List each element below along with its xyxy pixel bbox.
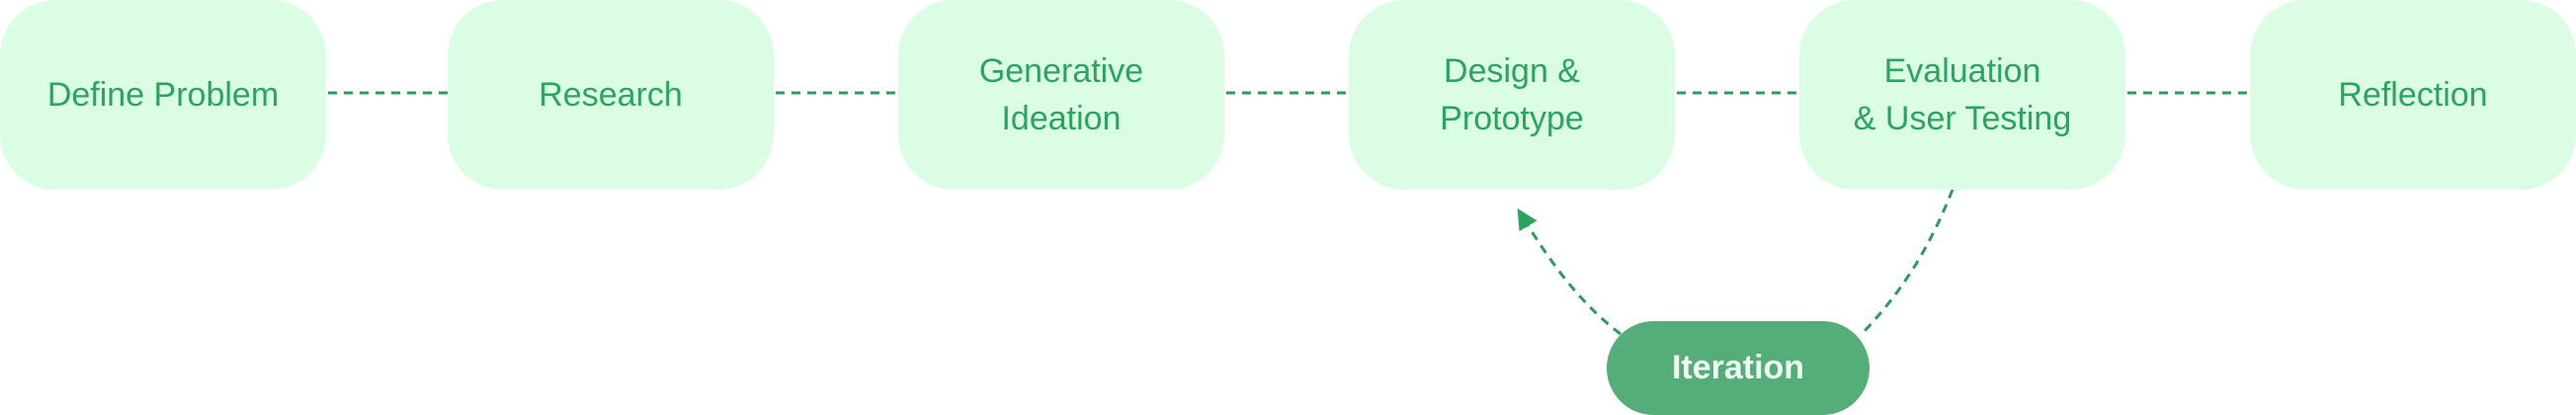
step-generative-ideation: Generative Ideation [898,0,1224,190]
step-define-problem: Define Problem [0,0,326,190]
iteration-node: Iteration [1607,321,1870,415]
connector-evaluation-iteration [1862,189,1954,334]
connector-iteration-design-arrow [1517,208,1621,336]
step-reflection: Reflection [2250,0,2576,190]
step-evaluation-user-testing: Evaluation & User Testing [1799,0,2125,190]
step-design-prototype: Design & Prototype [1349,0,1675,190]
step-research: Research [448,0,774,190]
